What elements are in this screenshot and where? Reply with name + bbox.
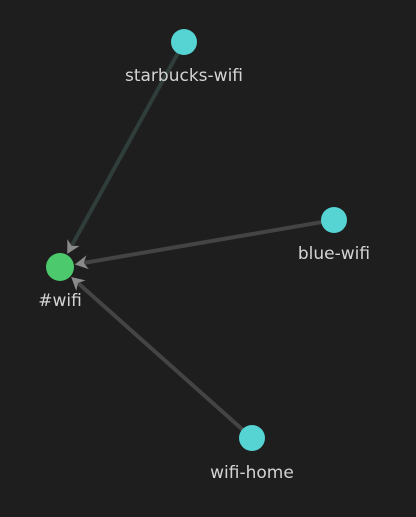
node-blue-wifi[interactable] [321, 207, 347, 233]
node-starbucks-wifi[interactable] [171, 29, 197, 55]
arrowhead-blue-wifi-to-wifi [74, 255, 89, 270]
node-wifi[interactable] [46, 253, 74, 281]
node-label-wifi-home[interactable]: wifi-home [210, 463, 294, 483]
labels-layer: starbucks-wifi blue-wifi #wifi wifi-home [38, 66, 370, 483]
edge-wifi-home-to-wifi [77, 282, 245, 432]
nodes-layer [46, 29, 347, 451]
node-label-starbucks-wifi[interactable]: starbucks-wifi [125, 66, 243, 86]
edge-starbucks-wifi-to-wifi [70, 51, 180, 247]
arrowhead-starbucks-wifi-to-wifi [67, 239, 80, 254]
arrowhead-wifi-home-to-wifi [71, 276, 86, 291]
node-label-blue-wifi[interactable]: blue-wifi [298, 244, 370, 264]
node-wifi-home[interactable] [239, 425, 265, 451]
edge-blue-wifi-to-wifi [83, 220, 324, 265]
node-label-wifi[interactable]: #wifi [38, 291, 82, 311]
edges-layer [67, 51, 324, 432]
